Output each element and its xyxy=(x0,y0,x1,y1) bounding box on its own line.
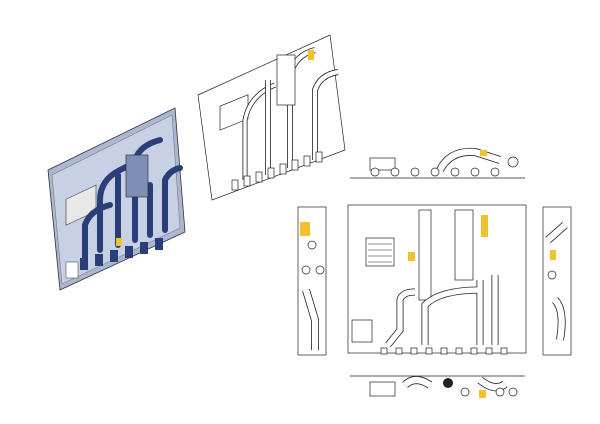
iso-line-manifold xyxy=(276,54,296,106)
front-outlet-fittings xyxy=(380,347,508,355)
left-valve-highlight xyxy=(300,222,310,236)
front-heat-exchanger xyxy=(365,237,395,267)
iso-heat-exchanger xyxy=(65,184,97,226)
front-back-plate xyxy=(347,204,527,354)
iso-line-valve-highlight xyxy=(308,50,314,60)
front-valve-highlight-1 xyxy=(408,252,415,261)
iso-pipes xyxy=(82,137,183,261)
iso-manifold xyxy=(125,154,149,198)
iso-plate-cutout xyxy=(65,261,79,279)
front-plate-exchanger xyxy=(418,209,432,301)
iso-line-outlet-fittings xyxy=(231,151,323,191)
isometric-line-view xyxy=(197,34,346,201)
front-manifold xyxy=(454,209,474,281)
right-valve-highlight xyxy=(550,250,556,260)
iso-valve-highlight xyxy=(116,238,122,246)
iso-outlet-fittings xyxy=(80,238,163,270)
top-view xyxy=(350,147,525,179)
bottom-view xyxy=(350,375,525,398)
left-side-view xyxy=(297,206,327,356)
right-side-view xyxy=(542,206,572,356)
front-valve-highlight-2 xyxy=(481,215,488,237)
front-cutout xyxy=(351,319,373,343)
isometric-shaded-view xyxy=(47,107,186,291)
bottom-valve-highlight xyxy=(479,390,486,398)
front-view xyxy=(347,204,527,355)
top-valve-highlight xyxy=(480,150,487,156)
